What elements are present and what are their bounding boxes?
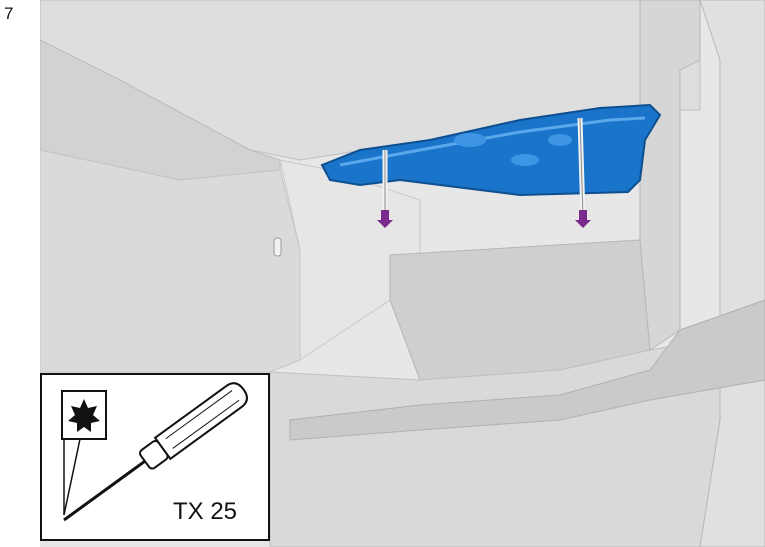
tool-size-label: TX 25 [173, 498, 238, 525]
sill-trim [289, 299, 765, 441]
screw-right [575, 210, 591, 228]
panel-bump-1 [454, 133, 486, 147]
trim-clip-slot [273, 237, 282, 257]
blue-cover-panel [320, 103, 662, 197]
screw-line-right-edge [579, 117, 584, 219]
door-pillar [639, 0, 701, 351]
tool-inset-drawing [61, 382, 248, 522]
step-number: 7 [4, 4, 14, 23]
torx-star-shape [68, 399, 100, 432]
vehicle-interior-illustration [40, 0, 765, 547]
side-trim-panel [40, 149, 301, 373]
tool-inset [40, 373, 270, 541]
door-frame-right [699, 0, 765, 547]
callout-line-2 [63, 438, 81, 516]
screwdriver-icon [63, 382, 248, 522]
panel-bump-3 [548, 134, 572, 146]
panel-bump-2 [511, 154, 539, 166]
screw-left [377, 210, 393, 228]
panel-highlight [339, 116, 646, 167]
